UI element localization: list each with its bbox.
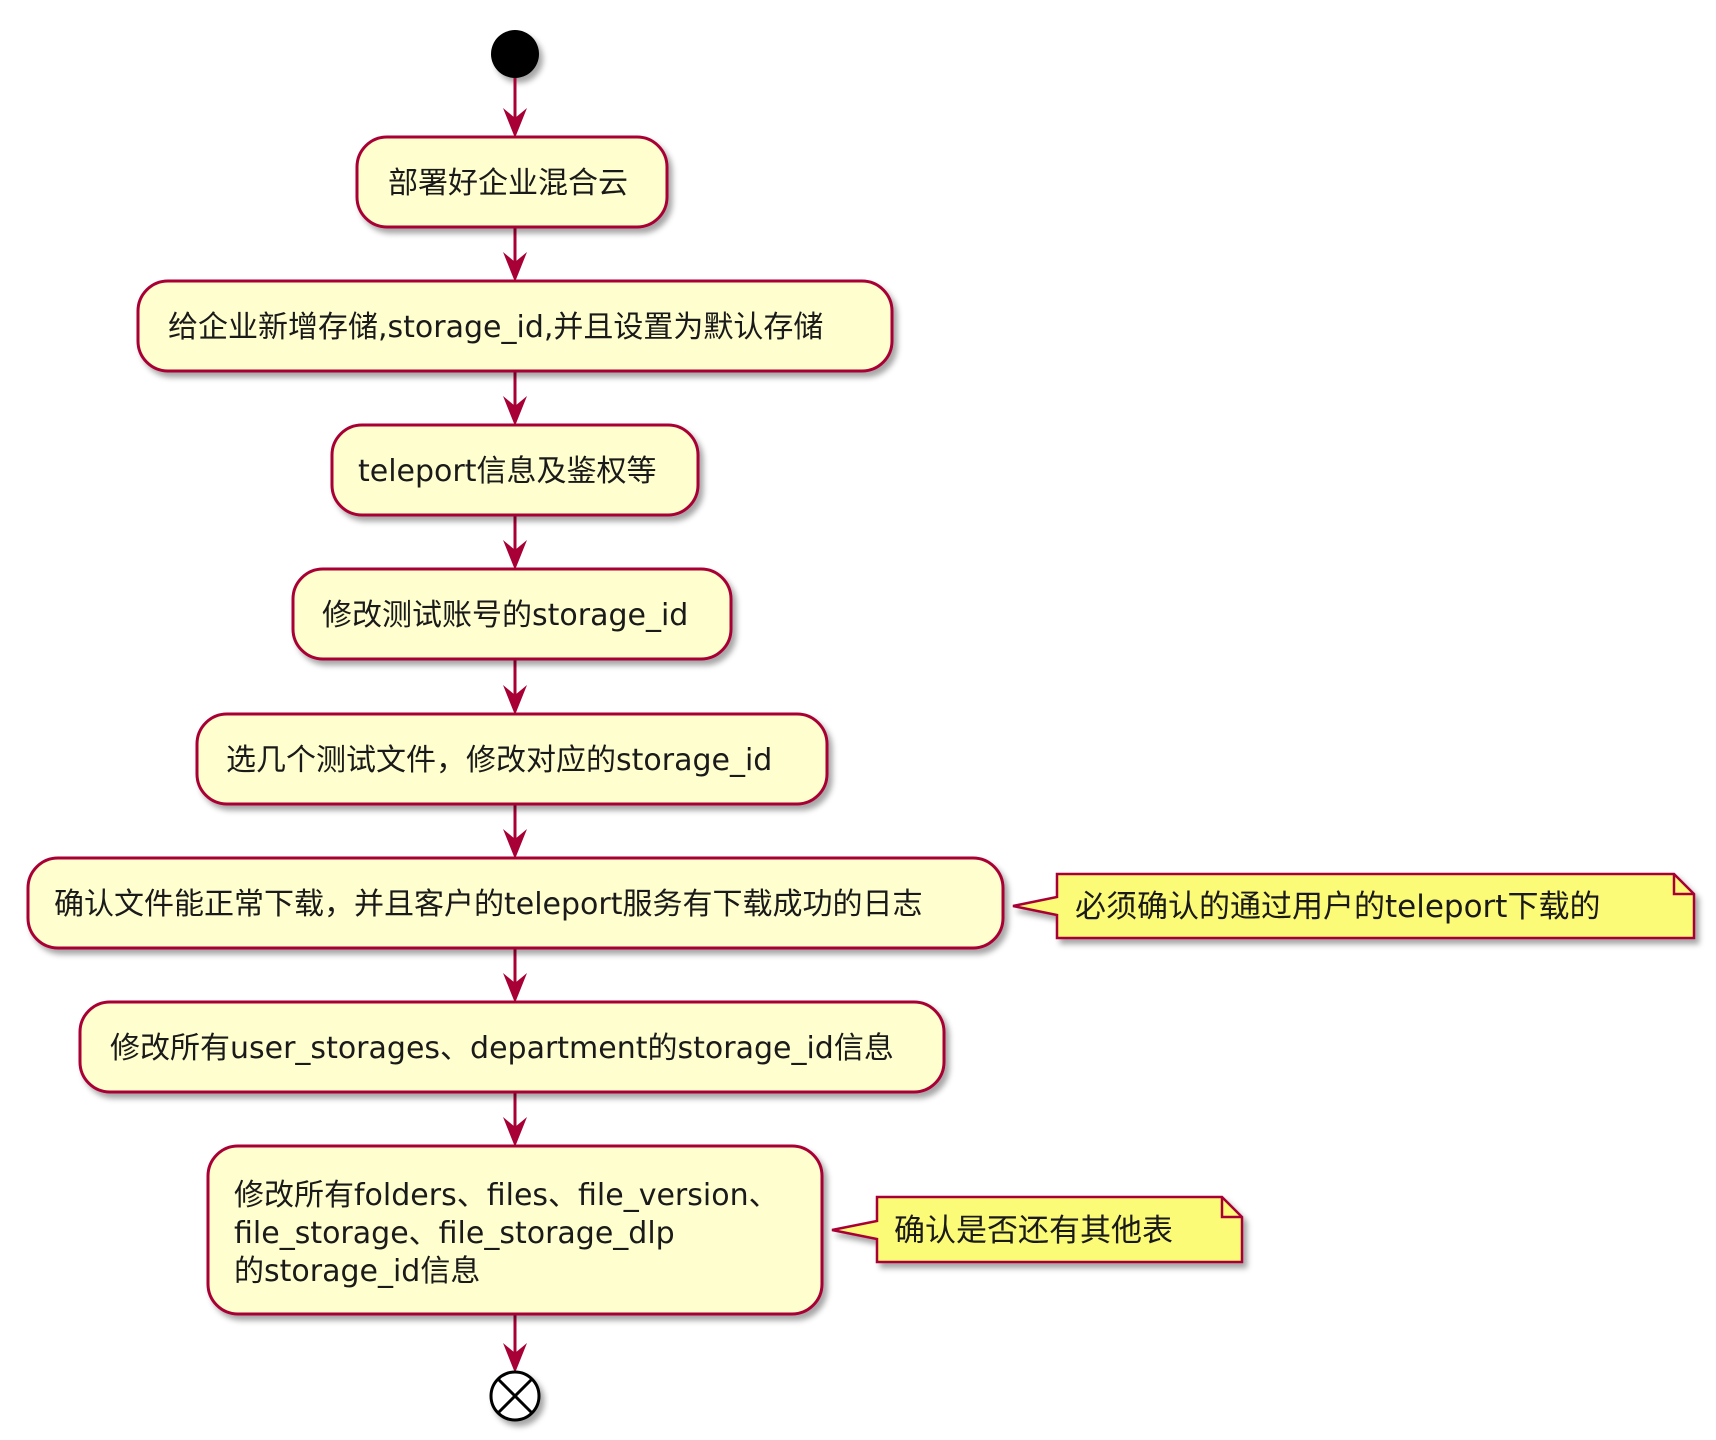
arrow-deploy-to-add-storage	[503, 227, 527, 282]
arrow-folders-to-end	[503, 1314, 527, 1373]
activity-label: 修改所有user_storages、department的storage_id信…	[110, 1031, 894, 1066]
activity-confirm-download: 确认文件能正常下载，并且客户的teleport服务有下载成功的日志	[26, 856, 1005, 950]
arrow-user-storages-to-folders	[503, 1092, 527, 1147]
activity-modify-test-account: 修改测试账号的storage_id	[291, 567, 733, 661]
arrow-add-storage-to-teleport	[503, 371, 527, 426]
activity-label-line-1: 修改所有folders、files、file_version、	[234, 1178, 779, 1213]
activity-deploy-hybrid-cloud: 部署好企业混合云	[355, 135, 669, 229]
activity-add-storage: 给企业新增存储,storage_id,并且设置为默认存储	[136, 279, 894, 373]
activity-modify-user-storages: 修改所有user_storages、department的storage_id信…	[78, 1000, 946, 1094]
activity-modify-folders-files: 修改所有folders、files、file_version、 file_sto…	[206, 1144, 824, 1316]
note-other-tables: 确认是否还有其他表	[831, 1195, 1244, 1264]
activity-label: 部署好企业混合云	[388, 166, 628, 201]
activity-label-line-3: 的storage_id信息	[234, 1254, 480, 1289]
note-label: 必须确认的通过用户的teleport下载的	[1075, 889, 1600, 925]
arrow-teleport-to-test-account	[503, 515, 527, 570]
activity-label: 修改测试账号的storage_id	[322, 598, 688, 633]
flow-arrows	[503, 78, 527, 1373]
arrow-test-files-to-confirm	[503, 804, 527, 859]
arrow-start-to-deploy	[503, 78, 527, 138]
arrow-test-account-to-test-files	[503, 659, 527, 715]
activity-label: 选几个测试文件，修改对应的storage_id	[226, 743, 772, 778]
arrow-confirm-to-user-storages	[503, 948, 527, 1003]
activity-teleport-info: teleport信息及鉴权等	[330, 423, 700, 517]
activity-label: 确认文件能正常下载，并且客户的teleport服务有下载成功的日志	[54, 887, 923, 922]
note-label: 确认是否还有其他表	[894, 1213, 1173, 1249]
activity-select-test-files: 选几个测试文件，修改对应的storage_id	[195, 712, 829, 806]
activity-label: 给企业新增存储,storage_id,并且设置为默认存储	[168, 310, 823, 345]
activity-label: teleport信息及鉴权等	[358, 454, 657, 489]
activity-label-line-2: file_storage、file_storage_dlp	[234, 1216, 675, 1251]
note-confirm-teleport: 必须确认的通过用户的teleport下载的	[1012, 872, 1696, 940]
end-node	[489, 1370, 541, 1422]
start-node	[491, 30, 539, 78]
